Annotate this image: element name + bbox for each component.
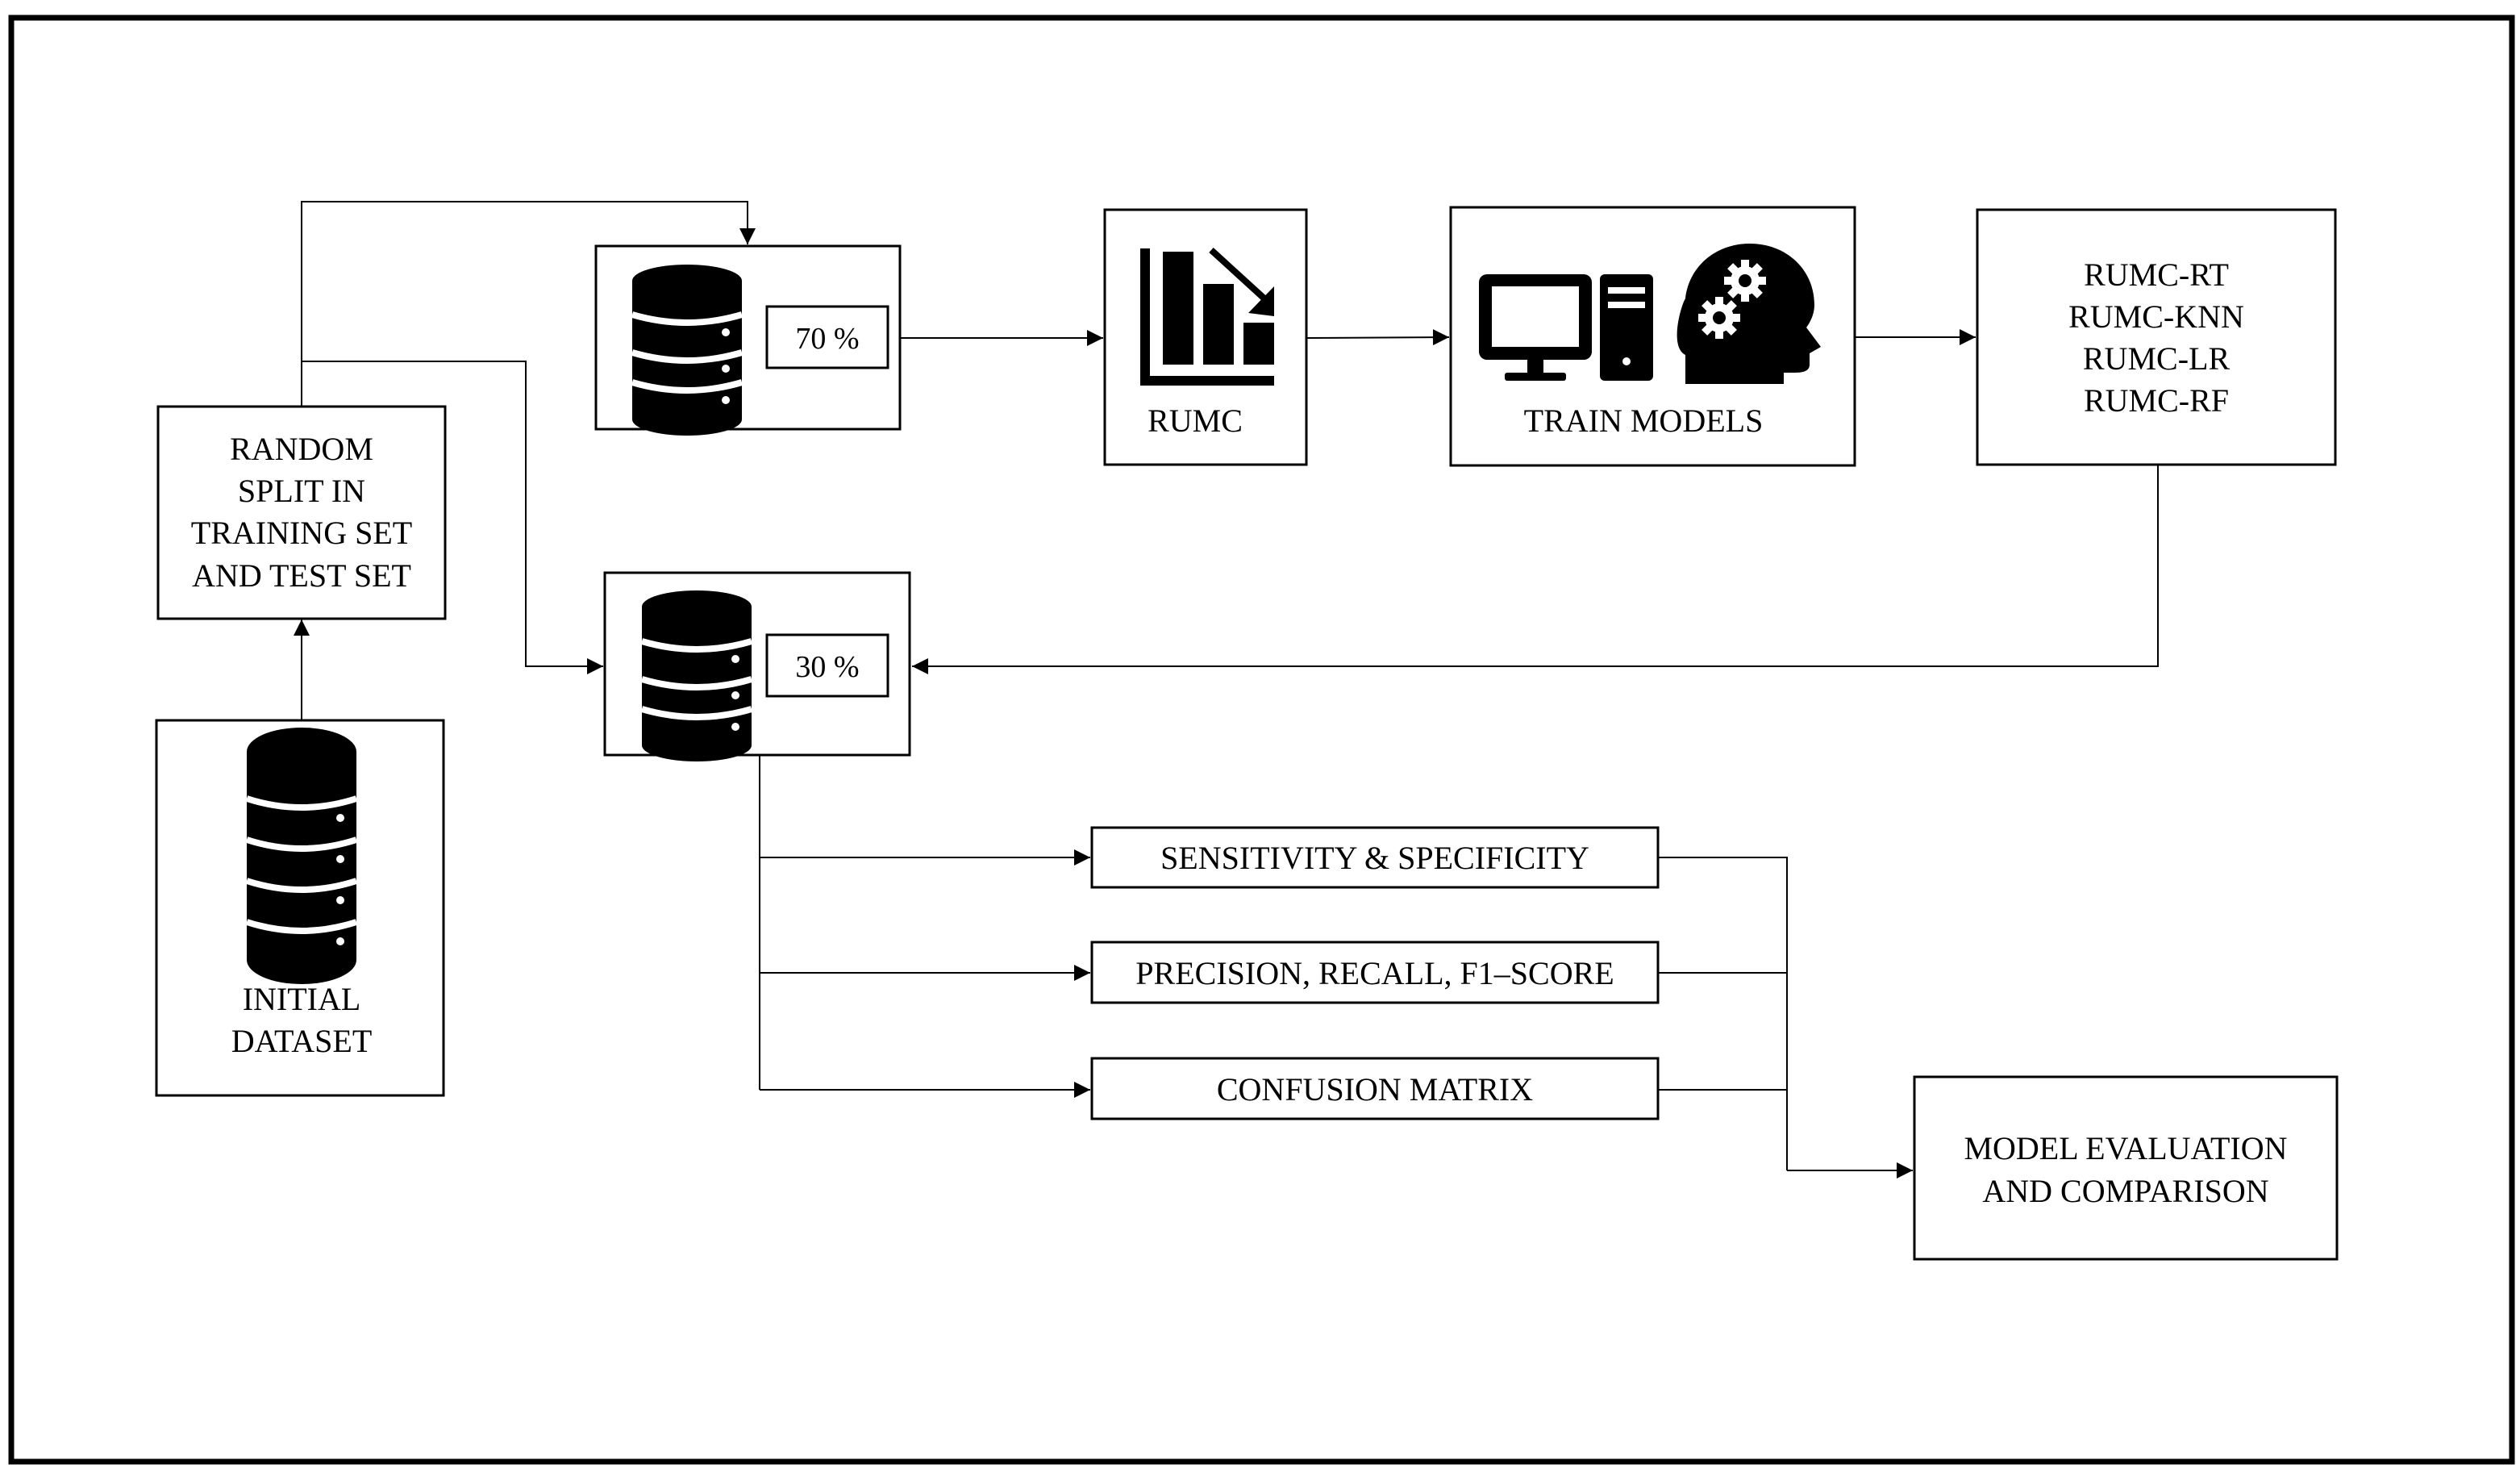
model-rt: RUMC-RT xyxy=(2084,257,2229,293)
head-gears-icon xyxy=(1677,244,1821,384)
train-split-node: 70 % xyxy=(594,244,902,436)
test-split-label: 30 % xyxy=(795,650,859,684)
train-models-node: TRAIN MODELS xyxy=(1449,206,1856,467)
initial-dataset-line-1: INITIAL xyxy=(243,981,361,1017)
random-split-node: RANDOM SPLIT IN TRAINING SET AND TEST SE… xyxy=(156,405,447,620)
metric-label: SENSITIVITY & SPECIFICITY xyxy=(1160,840,1589,876)
rumc-label: RUMC xyxy=(1148,403,1243,439)
database-icon xyxy=(640,590,753,761)
database-icon xyxy=(245,728,358,984)
model-knn: RUMC-KNN xyxy=(2068,298,2244,335)
initial-dataset-line-2: DATASET xyxy=(231,1023,373,1059)
model-lr: RUMC-LR xyxy=(2083,340,2231,377)
metric-box-sensitivity: SENSITIVITY & SPECIFICITY xyxy=(1090,826,1660,889)
models-node: RUMC-RT RUMC-KNN RUMC-LR RUMC-RF xyxy=(1976,208,2337,466)
metric-label: CONFUSION MATRIX xyxy=(1217,1071,1533,1108)
metric-box-confusion: CONFUSION MATRIX xyxy=(1090,1057,1660,1120)
rumc-node: RUMC xyxy=(1103,208,1308,466)
test-split-node: 30 % xyxy=(603,571,911,761)
random-split-line-4: AND TEST SET xyxy=(192,557,411,594)
train-split-label-box xyxy=(765,305,889,369)
random-split-line-2: SPLIT IN xyxy=(238,473,365,509)
outer-frame xyxy=(8,15,2515,1465)
random-split-line-3: TRAINING SET xyxy=(191,515,412,551)
test-split-label-box xyxy=(765,633,889,698)
bar-chart-down-icon xyxy=(1140,248,1274,386)
initial-dataset-node: INITIAL DATASET xyxy=(155,719,445,1097)
evaluation-line-2: AND COMPARISON xyxy=(1982,1173,2268,1209)
evaluation-node: MODEL EVALUATION AND COMPARISON xyxy=(1913,1075,2339,1261)
model-rf: RUMC-RF xyxy=(2084,382,2229,419)
train-split-label: 70 % xyxy=(795,322,859,356)
train-models-label: TRAIN MODELS xyxy=(1524,403,1764,439)
evaluation-line-1: MODEL EVALUATION xyxy=(1964,1130,2287,1166)
computer-icon xyxy=(1479,274,1653,381)
metric-box-precision: PRECISION, RECALL, F1–SCORE xyxy=(1090,941,1660,1004)
connectors xyxy=(294,201,2159,1179)
metric-label: PRECISION, RECALL, F1–SCORE xyxy=(1135,955,1614,991)
database-icon xyxy=(631,265,744,436)
random-split-line-1: RANDOM xyxy=(230,431,373,467)
